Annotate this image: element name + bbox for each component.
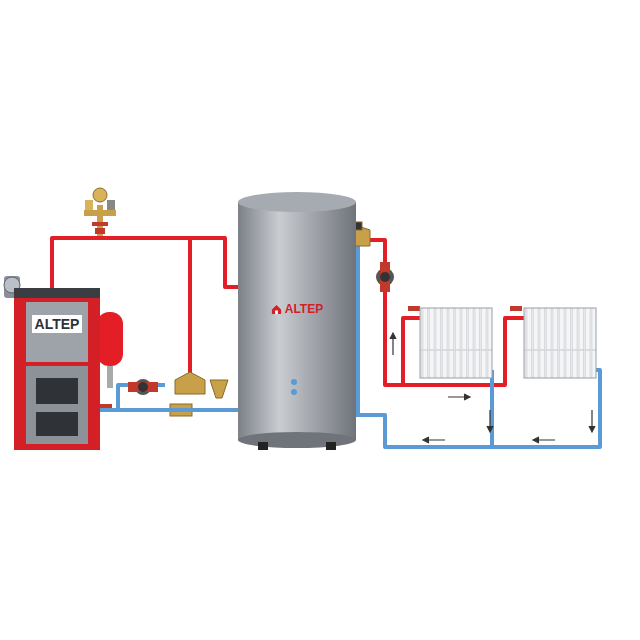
boiler: ALTEP	[14, 288, 100, 450]
safety-group	[84, 188, 116, 238]
logo-house-icon	[271, 304, 282, 315]
radiator	[420, 308, 492, 378]
boiler-outline	[14, 288, 100, 450]
brand-label: ALTEP	[32, 315, 83, 333]
circulation-pump	[376, 262, 394, 292]
bypass-pipe	[188, 238, 192, 385]
brand-label: ALTEP	[271, 302, 323, 316]
radiator	[524, 308, 596, 378]
circulation-pump	[128, 379, 158, 395]
mixing-return-pipe	[356, 232, 360, 415]
expansion-vessel	[97, 312, 123, 388]
buffer-tank: ALTEP	[238, 192, 356, 450]
tank-outline	[238, 192, 356, 450]
radiator-return-pipe	[490, 370, 494, 447]
